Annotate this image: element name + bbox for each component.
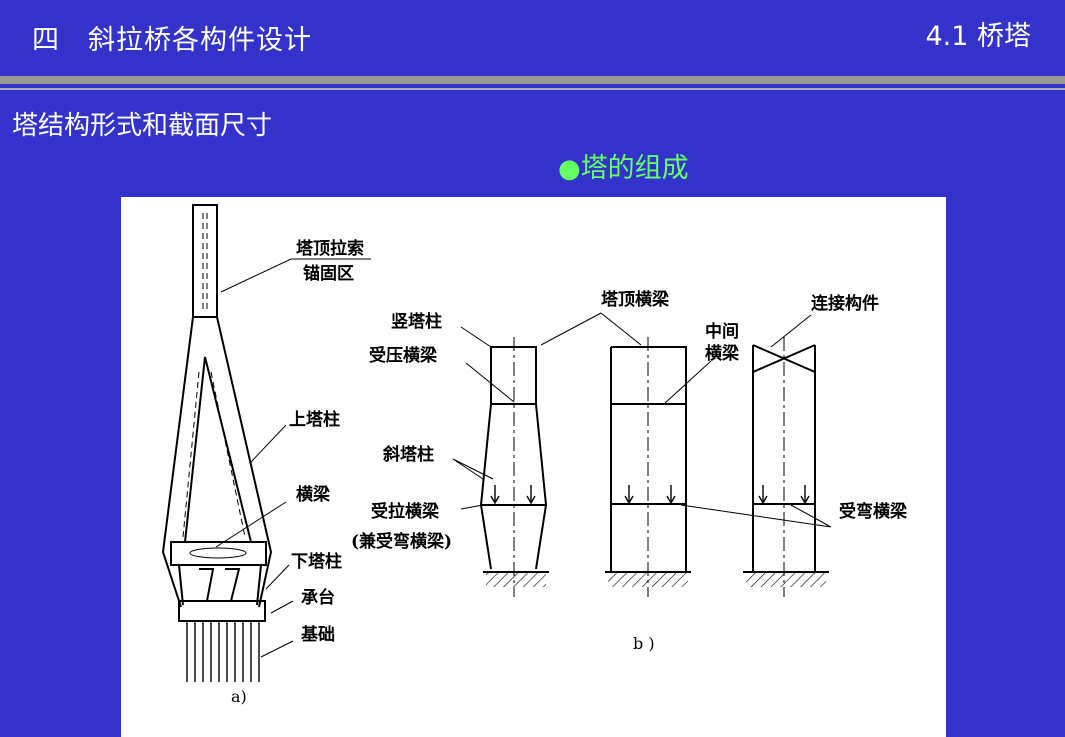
header-divider-thick <box>0 76 1065 84</box>
tower-b3-drawing <box>680 314 832 597</box>
tower-b1-drawing <box>452 326 549 597</box>
label-tension-beam: 受拉横梁 <box>371 501 440 522</box>
label-middle-beam-line1: 中间 <box>705 321 739 342</box>
bullet-item: ●塔的组成 <box>558 146 689 185</box>
tower-a-drawing <box>161 204 371 682</box>
label-tension-beam-note: (兼受弯横梁) <box>351 531 452 552</box>
label-anchor-zone-line1: 塔顶拉索 <box>296 238 364 259</box>
label-crossbeam-a: 横梁 <box>296 484 331 505</box>
label-vertical-column: 竖塔柱 <box>391 311 442 332</box>
title-bar: 四 斜拉桥各构件设计 4.1 桥塔 <box>0 0 1065 76</box>
label-pile-cap: 承台 <box>301 587 335 608</box>
tower-b2-drawing <box>540 312 712 597</box>
label-connector: 连接构件 <box>811 293 879 314</box>
label-lower-column: 下塔柱 <box>291 551 342 572</box>
label-compression-beam: 受压横梁 <box>369 345 438 366</box>
label-bending-beam: 受弯横梁 <box>839 501 908 522</box>
label-middle-beam-line2: 横梁 <box>705 343 740 364</box>
bullet-dot-icon: ● <box>558 154 581 184</box>
slide-subheading: 塔结构形式和截面尺寸 <box>12 111 273 141</box>
label-foundation: 基础 <box>300 624 335 645</box>
tower-diagram: 塔顶拉索 锚固区 上塔柱 横梁 下塔柱 承台 基础 a) 竖塔柱 受压横梁 斜塔… <box>161 204 908 706</box>
chapter-title: 四 斜拉桥各构件设计 <box>32 25 312 56</box>
caption-a: a) <box>231 687 247 706</box>
label-top-beam: 塔顶横梁 <box>601 289 670 310</box>
label-anchor-zone-line2: 锚固区 <box>303 263 354 284</box>
label-inclined-column: 斜塔柱 <box>382 444 434 465</box>
header-divider-thin <box>0 88 1065 90</box>
tower-diagram-figure: 塔顶拉索 锚固区 上塔柱 横梁 下塔柱 承台 基础 a) 竖塔柱 受压横梁 斜塔… <box>121 197 946 737</box>
caption-b: b ) <box>633 634 655 653</box>
section-title: 4.1 桥塔 <box>925 21 1031 52</box>
label-upper-column: 上塔柱 <box>289 409 340 430</box>
bullet-text: 塔的组成 <box>580 153 689 184</box>
